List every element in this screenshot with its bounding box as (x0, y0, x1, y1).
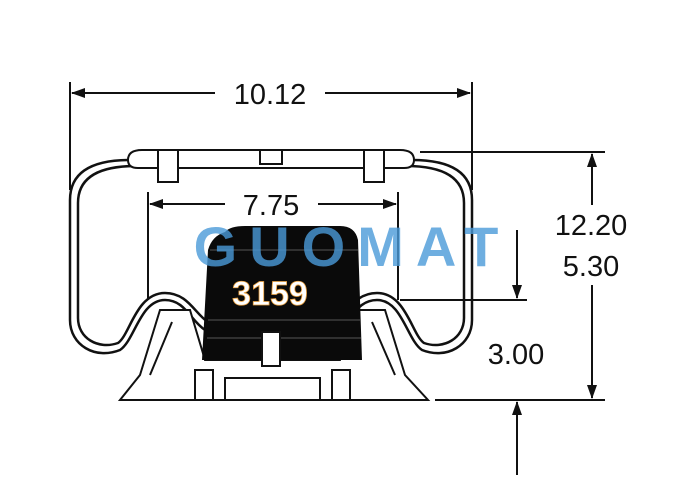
piston-grooves (207, 249, 361, 339)
min-height-label: 5.30 (563, 251, 619, 283)
piston-stud (261, 331, 281, 367)
base-height-label: 3.00 (488, 339, 544, 371)
watermark-brand: GUOMAT (194, 215, 511, 278)
bellows (68, 158, 474, 355)
top-plate (126, 149, 416, 183)
piston-width-label: 7.75 (243, 190, 299, 222)
piston (202, 226, 362, 360)
part-number: 3159 (232, 275, 308, 313)
overall-width-label: 10.12 (234, 79, 307, 111)
max-height-label: 12.20 (555, 210, 628, 242)
